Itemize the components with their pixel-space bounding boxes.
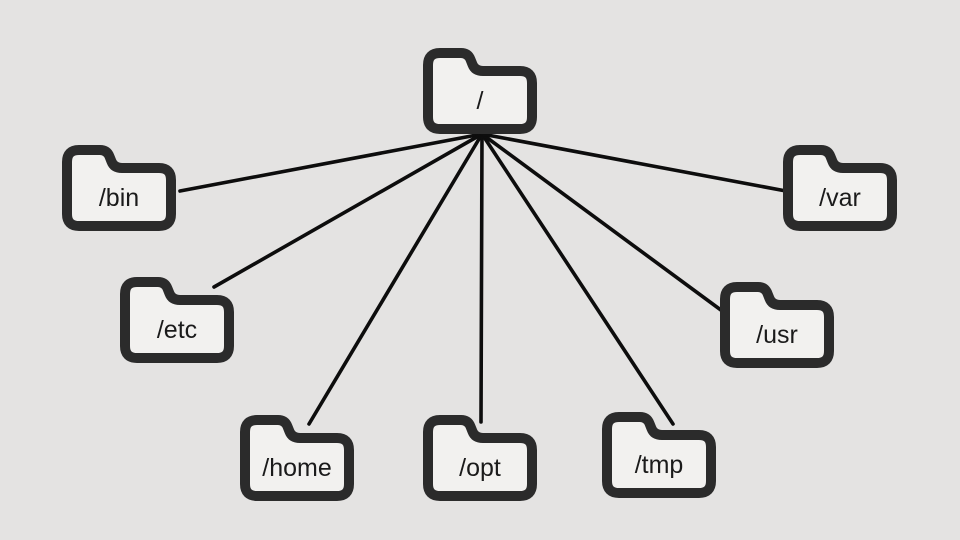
folder-usr-label: /usr — [756, 321, 798, 349]
edge-root-etc — [212, 132, 484, 289]
folder-icon — [120, 277, 234, 363]
edge-root-var — [480, 132, 788, 193]
folder-var: /var — [783, 145, 897, 231]
edges-layer — [178, 132, 788, 426]
folder-icon — [602, 412, 716, 498]
edge-root-tmp — [480, 132, 675, 426]
folder-bin-label: /bin — [99, 184, 139, 212]
folder-bin: /bin — [62, 145, 176, 231]
folder-home: /home — [240, 415, 354, 501]
folder-tmp-label: /tmp — [635, 451, 684, 479]
edge-root-opt — [479, 132, 484, 424]
folder-etc-label: /etc — [157, 316, 197, 344]
edge-root-usr — [480, 132, 731, 318]
folder-root: / — [423, 48, 537, 134]
folder-icon — [423, 48, 537, 134]
folder-icon — [240, 415, 354, 501]
folder-root-label: / — [477, 87, 484, 115]
folder-opt: /opt — [423, 415, 537, 501]
folder-home-label: /home — [262, 454, 331, 482]
folder-opt-label: /opt — [459, 454, 501, 482]
edge-root-home — [307, 132, 484, 426]
folder-icon — [720, 282, 834, 368]
folder-var-label: /var — [819, 184, 861, 212]
folder-icon — [423, 415, 537, 501]
folder-icon — [783, 145, 897, 231]
folder-icon — [62, 145, 176, 231]
folder-usr: /usr — [720, 282, 834, 368]
folder-tmp: /tmp — [602, 412, 716, 498]
folder-etc: /etc — [120, 277, 234, 363]
folders-layer: / /bin/etc/home/opt/tmp/usr/var — [62, 48, 897, 501]
edge-root-bin — [178, 132, 484, 193]
